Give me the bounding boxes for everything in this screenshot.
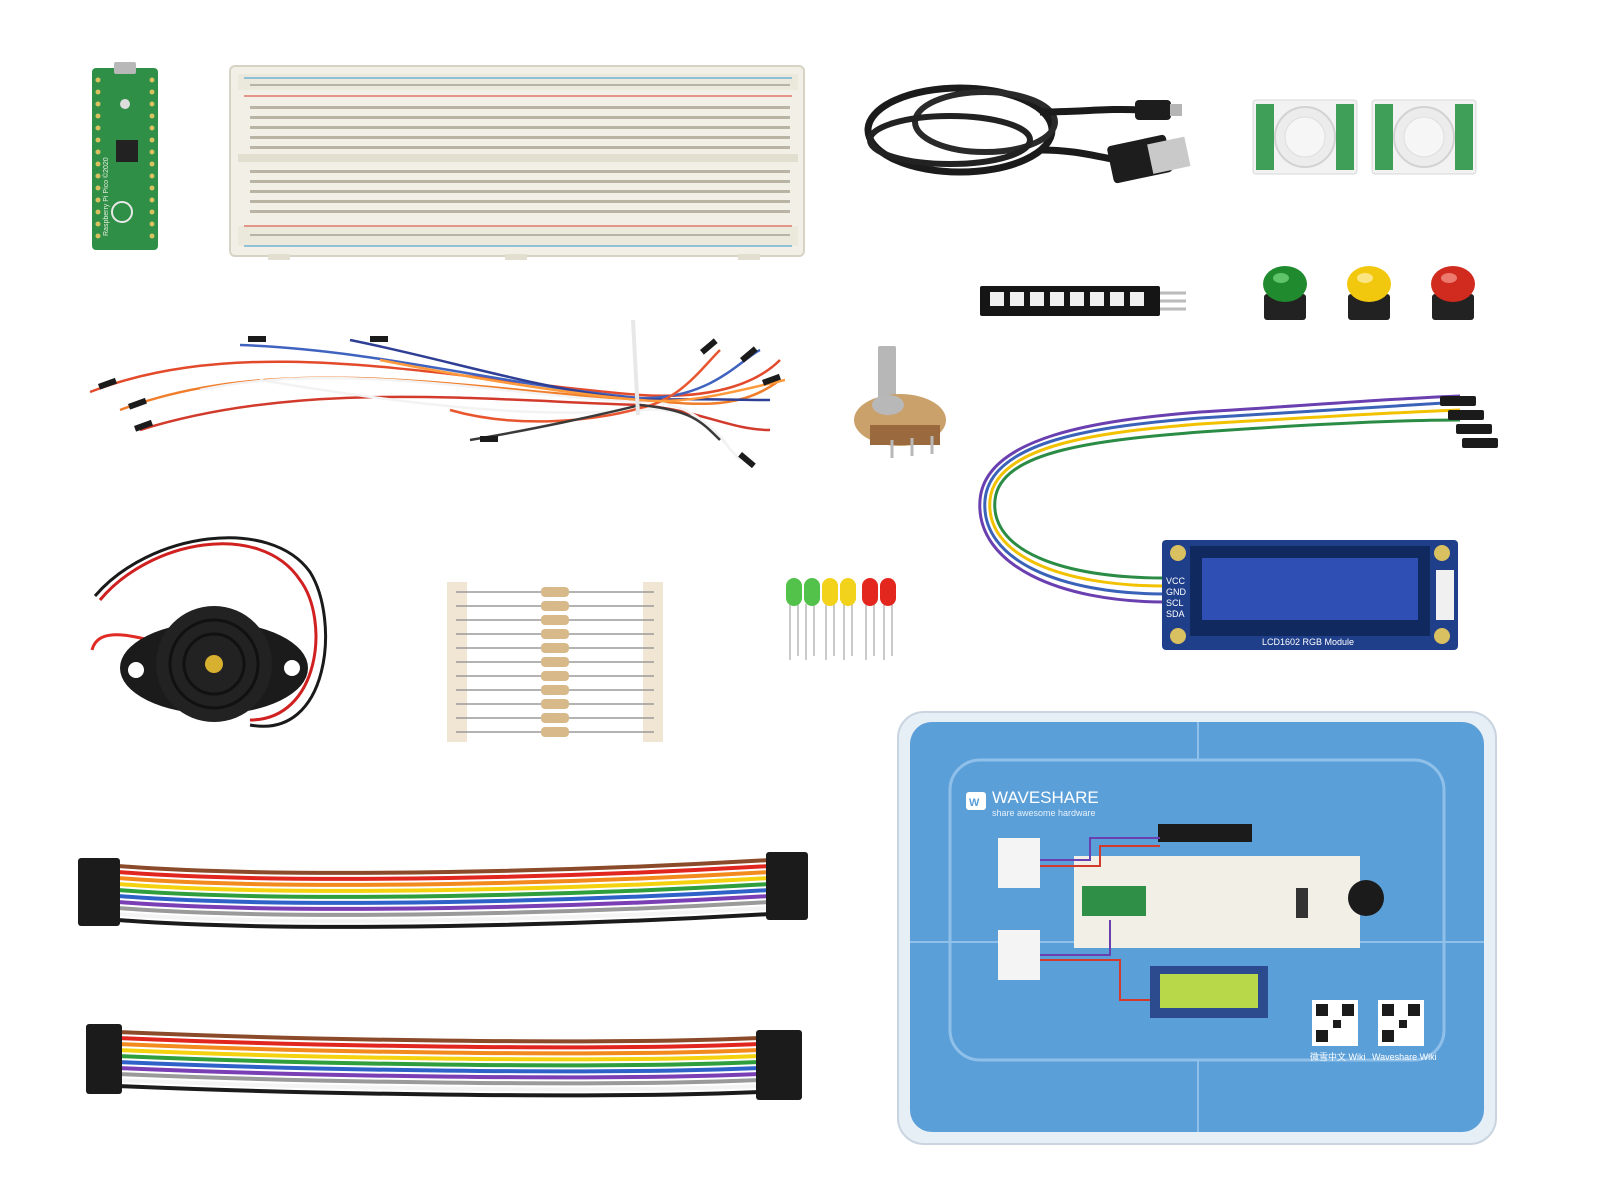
resistor-set bbox=[447, 582, 663, 742]
qr-code-icon bbox=[1312, 1000, 1358, 1046]
pico-silkscreen-label: Raspberry Pi Pico ©2020 bbox=[102, 157, 110, 236]
lcd-pin-vcc: VCC bbox=[1166, 576, 1186, 586]
case-tagline: share awesome hardware bbox=[992, 808, 1096, 818]
push-button-yellow bbox=[1347, 266, 1391, 320]
ribbon-male-headers bbox=[86, 1024, 802, 1100]
case-brand: WAVESHARE bbox=[992, 788, 1099, 807]
led-set bbox=[786, 578, 896, 660]
lcd1602-module: VCC GND SCL SDA LCD1602 RGB Module bbox=[1162, 540, 1458, 650]
waveshare-logo-icon: W bbox=[966, 792, 986, 810]
dupont-connectors bbox=[1440, 396, 1498, 448]
ribbon-cable-male bbox=[117, 1030, 761, 1098]
lcd-pin-scl: SCL bbox=[1166, 598, 1184, 608]
lcd-module-label: LCD1602 RGB Module bbox=[1262, 637, 1354, 647]
ribbon-female-headers bbox=[78, 852, 808, 926]
pir-sensor-right bbox=[1371, 99, 1477, 175]
ribbon-cable-female bbox=[117, 858, 771, 929]
buzzer bbox=[90, 536, 327, 728]
qr-label-right: Waveshare Wiki bbox=[1372, 1052, 1437, 1062]
storage-case: W WAVESHARE share awesome hardware bbox=[897, 711, 1497, 1145]
pir-sensor-left bbox=[1252, 99, 1358, 175]
jumper-wire-bundle bbox=[89, 319, 786, 461]
rotary-potentiometer bbox=[854, 346, 946, 458]
lcd-pin-gnd: GND bbox=[1166, 587, 1187, 597]
micro-usb-cable bbox=[864, 84, 1191, 184]
breadboard bbox=[229, 65, 805, 260]
rgb-led-strip bbox=[980, 286, 1186, 316]
push-button-red bbox=[1431, 266, 1475, 320]
raspberry-pi-pico-board: Raspberry Pi Pico ©2020 bbox=[92, 62, 158, 250]
lcd-connector-cable bbox=[978, 394, 1461, 604]
jumper-pin-ends bbox=[98, 336, 781, 469]
lcd-pin-sda: SDA bbox=[1166, 609, 1185, 619]
push-button-green bbox=[1263, 266, 1307, 320]
qr-label-left: 微雪中文 Wiki bbox=[1310, 1051, 1366, 1062]
svg-text:W: W bbox=[969, 797, 980, 809]
qr-code-icon bbox=[1378, 1000, 1424, 1046]
